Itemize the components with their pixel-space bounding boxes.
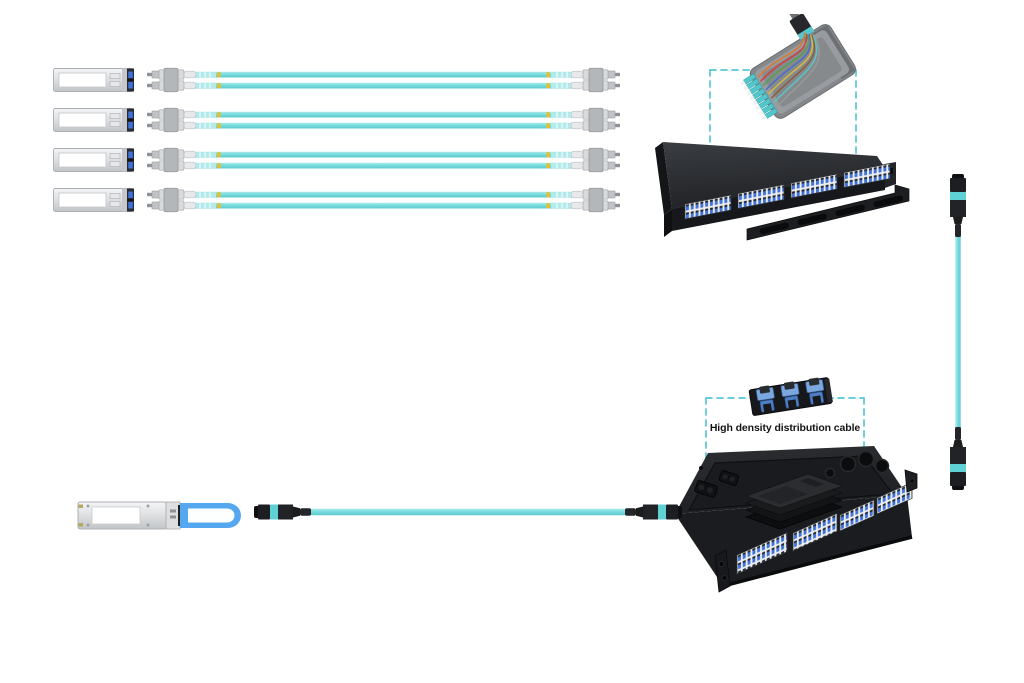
sfp-lc-patch-cord-3 (53, 147, 621, 173)
duplex-fiber-cable (192, 151, 575, 169)
sfp-transceiver-icon (53, 188, 135, 212)
duplex-fiber-cable (192, 71, 575, 89)
internal-mpo-adapters (694, 466, 739, 498)
enclosure-mounting-ears (714, 469, 918, 593)
qsfp-pull-tab (180, 503, 241, 528)
mpo-lc-cassette (740, 14, 856, 120)
stacked-distribution-modules (745, 473, 843, 530)
mpo-connector-icon (950, 427, 966, 490)
mpo-connector-icon (950, 174, 966, 237)
sfp-lc-patch-cord-4 (53, 187, 621, 213)
duplex-fiber-cable (192, 111, 575, 129)
panel-top-face (663, 142, 885, 209)
cable-glands (824, 450, 890, 479)
qsfp-transceiver (77, 501, 241, 530)
mpo-connector-icon (254, 504, 311, 520)
mpo-connector-icon (625, 504, 682, 520)
mpo-adapter-plate (748, 377, 833, 416)
cassette-mpo-connector-icon (788, 14, 815, 40)
sfp-lc-patch-cord-2 (53, 107, 621, 133)
sfp-transceiver-icon (53, 108, 135, 132)
cassette-fiber-bundle (757, 32, 820, 108)
mpo-trunk-cable-vertical (950, 174, 966, 490)
sfp-lc-patch-cord-1 (53, 67, 621, 93)
panel-lc-cassettes (684, 163, 891, 220)
cable-management-bracket (746, 184, 910, 241)
mpo-adapters (755, 377, 825, 413)
cassette-lc-connector-bank (740, 73, 778, 120)
lc-patch-panel (655, 142, 910, 241)
mpo-patch-cable-horizontal (254, 504, 682, 520)
sfp-transceiver-icon (53, 68, 135, 92)
high-density-distribution-cable-label: High density distribution cable (709, 422, 861, 434)
duplex-fiber-cable (192, 191, 575, 209)
distribution-enclosure (675, 446, 918, 593)
mpo-fiber-cable (306, 508, 628, 516)
sfp-transceiver-icon (53, 148, 135, 172)
trunk-fiber-cable (955, 235, 961, 429)
